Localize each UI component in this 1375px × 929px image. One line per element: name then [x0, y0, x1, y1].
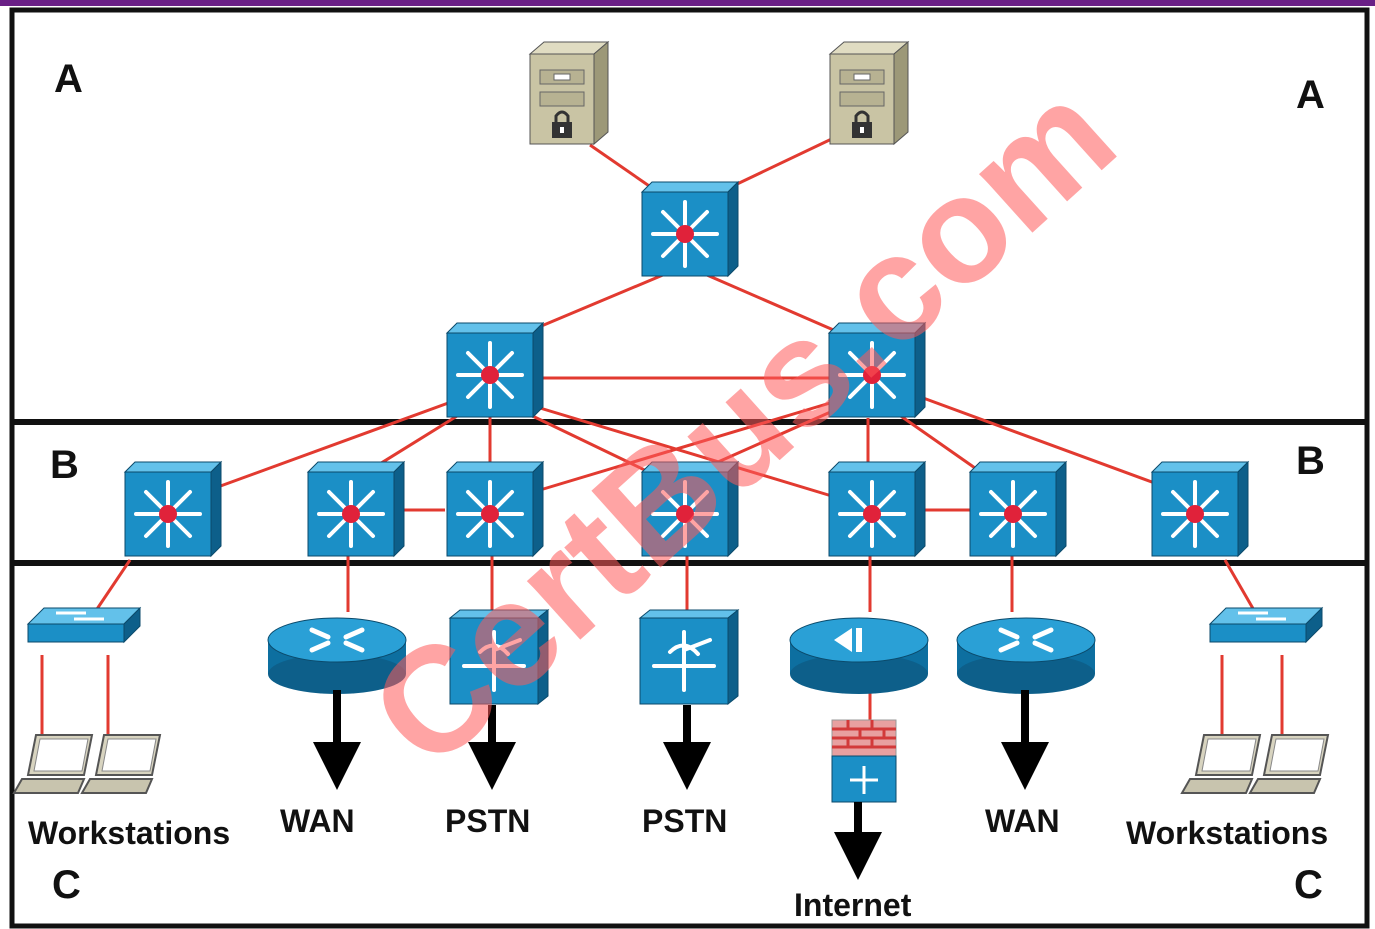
server-right-icon	[828, 40, 910, 146]
caption-wan-right: WAN	[985, 803, 1060, 839]
access-switch-5-icon	[827, 460, 927, 558]
access-switch-2-icon	[306, 460, 406, 558]
laptop-2-icon	[81, 734, 161, 794]
laptop-1-icon	[13, 734, 93, 794]
laptop-3-icon	[1181, 734, 1261, 794]
zone-label-b-left: B	[50, 443, 79, 487]
access-switch-1-icon	[123, 460, 223, 558]
firewall-icon	[831, 719, 897, 803]
caption-wan-left: WAN	[280, 803, 355, 839]
title-strip	[0, 0, 1375, 6]
diagram-frame	[9, 7, 1370, 929]
distribution-switch-left-icon	[445, 321, 545, 419]
core-multilayer-switch-icon	[640, 180, 740, 278]
caption-internet: Internet	[794, 887, 912, 923]
workgroup-switch-right-icon	[1208, 606, 1324, 644]
network-links	[40, 133, 1284, 738]
uplink-arrows	[313, 690, 1049, 880]
zone-label-c-right: C	[1294, 863, 1323, 907]
workgroup-switch-left-icon	[26, 606, 142, 644]
server-left-icon	[528, 40, 610, 146]
voice-gateway-right-icon	[638, 608, 740, 706]
zone-label-a-right: A	[1296, 73, 1325, 117]
wan-router-right-icon	[957, 618, 1095, 694]
access-switch-6-icon	[968, 460, 1068, 558]
laptop-4-icon	[1249, 734, 1329, 794]
zone-label-b-right: B	[1296, 439, 1325, 483]
caption-pstn-left: PSTN	[445, 803, 530, 839]
zone-label-a-left: A	[54, 57, 83, 101]
zone-label-c-left: C	[52, 863, 81, 907]
caption-pstn-right: PSTN	[642, 803, 727, 839]
access-switch-7-icon	[1150, 460, 1250, 558]
caption-workstations-right: Workstations	[1126, 815, 1328, 851]
caption-workstations-left: Workstations	[28, 815, 230, 851]
internet-router-icon	[789, 617, 929, 694]
